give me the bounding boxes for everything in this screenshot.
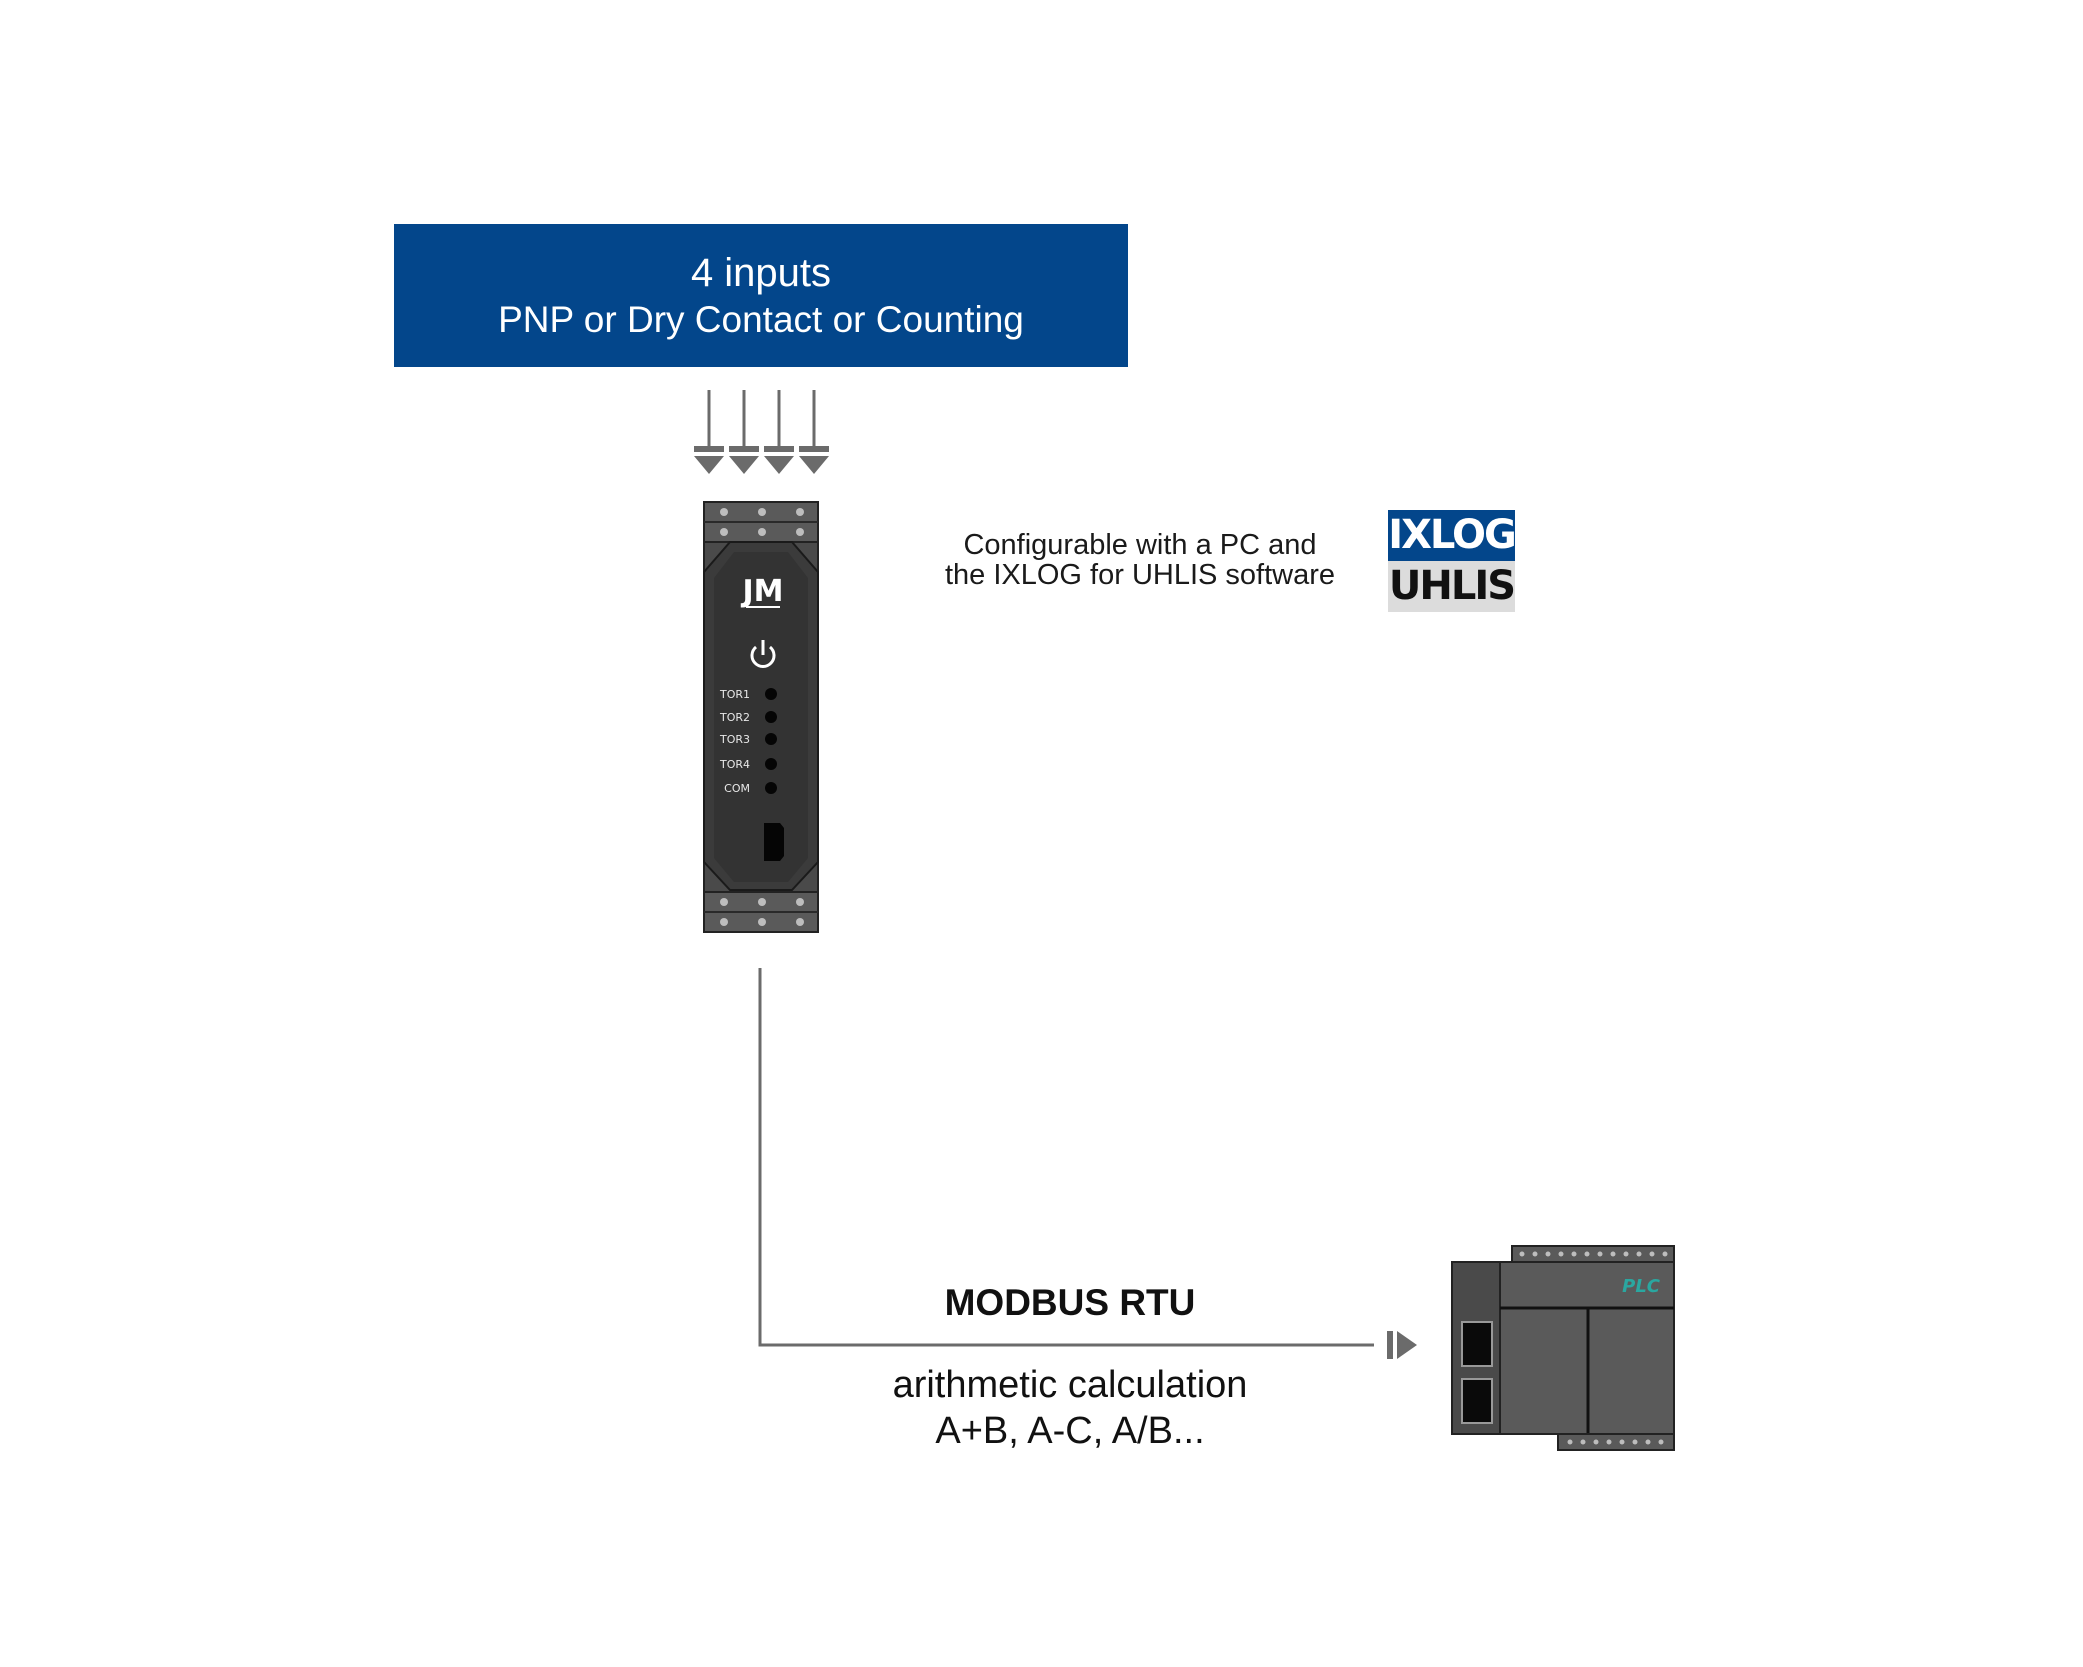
device-module — [703, 501, 819, 933]
modbus-link-line — [758, 968, 1374, 1347]
led-label-tor4: TOR4 — [719, 758, 750, 771]
plc-device — [1451, 1245, 1675, 1451]
logo-bottom-text: UHLIS — [1388, 561, 1516, 612]
usb-port-icon — [764, 823, 784, 861]
ixlog-uhlis-logo: IXLOG UHLIS — [1388, 510, 1517, 612]
calc-line-1: arithmetic calculation — [892, 1364, 1248, 1406]
input-arrow-3-icon — [764, 390, 794, 474]
logo-top-text: IXLOG — [1388, 510, 1517, 561]
input-arrow-1-icon — [694, 390, 724, 474]
device-brand: JM — [740, 574, 783, 609]
led-tor2 — [765, 711, 777, 723]
power-icon — [750, 640, 776, 668]
led-label-tor1: TOR1 — [719, 688, 750, 701]
led-com — [765, 782, 777, 794]
input-arrows — [694, 390, 829, 474]
link-arrow-icon — [1387, 1331, 1417, 1359]
led-label-com: COM — [724, 782, 750, 795]
protocol-label: MODBUS RTU — [944, 1282, 1196, 1323]
calc-line-2: A+B, A-C, A/B... — [935, 1410, 1205, 1452]
led-label-tor2: TOR2 — [719, 711, 750, 724]
led-tor1 — [765, 688, 777, 700]
input-arrow-4-icon — [799, 390, 829, 474]
config-note: Configurable with a PC and the IXLOG for… — [900, 530, 1380, 590]
inputs-title: 4 inputs — [690, 251, 832, 295]
led-label-tor3: TOR3 — [719, 733, 750, 746]
config-line-1: Configurable with a PC and — [963, 529, 1317, 561]
led-tor4 — [765, 758, 777, 770]
input-arrow-2-icon — [729, 390, 759, 474]
led-tor3 — [765, 733, 777, 745]
inputs-banner: 4 inputs PNP or Dry Contact or Counting — [394, 224, 1128, 367]
plc-label: PLC — [1622, 1276, 1661, 1297]
config-line-2: the IXLOG for UHLIS software — [944, 559, 1336, 591]
calculation-note: arithmetic calculation A+B, A-C, A/B... — [840, 1362, 1300, 1454]
inputs-subtitle: PNP or Dry Contact or Counting — [498, 299, 1024, 340]
